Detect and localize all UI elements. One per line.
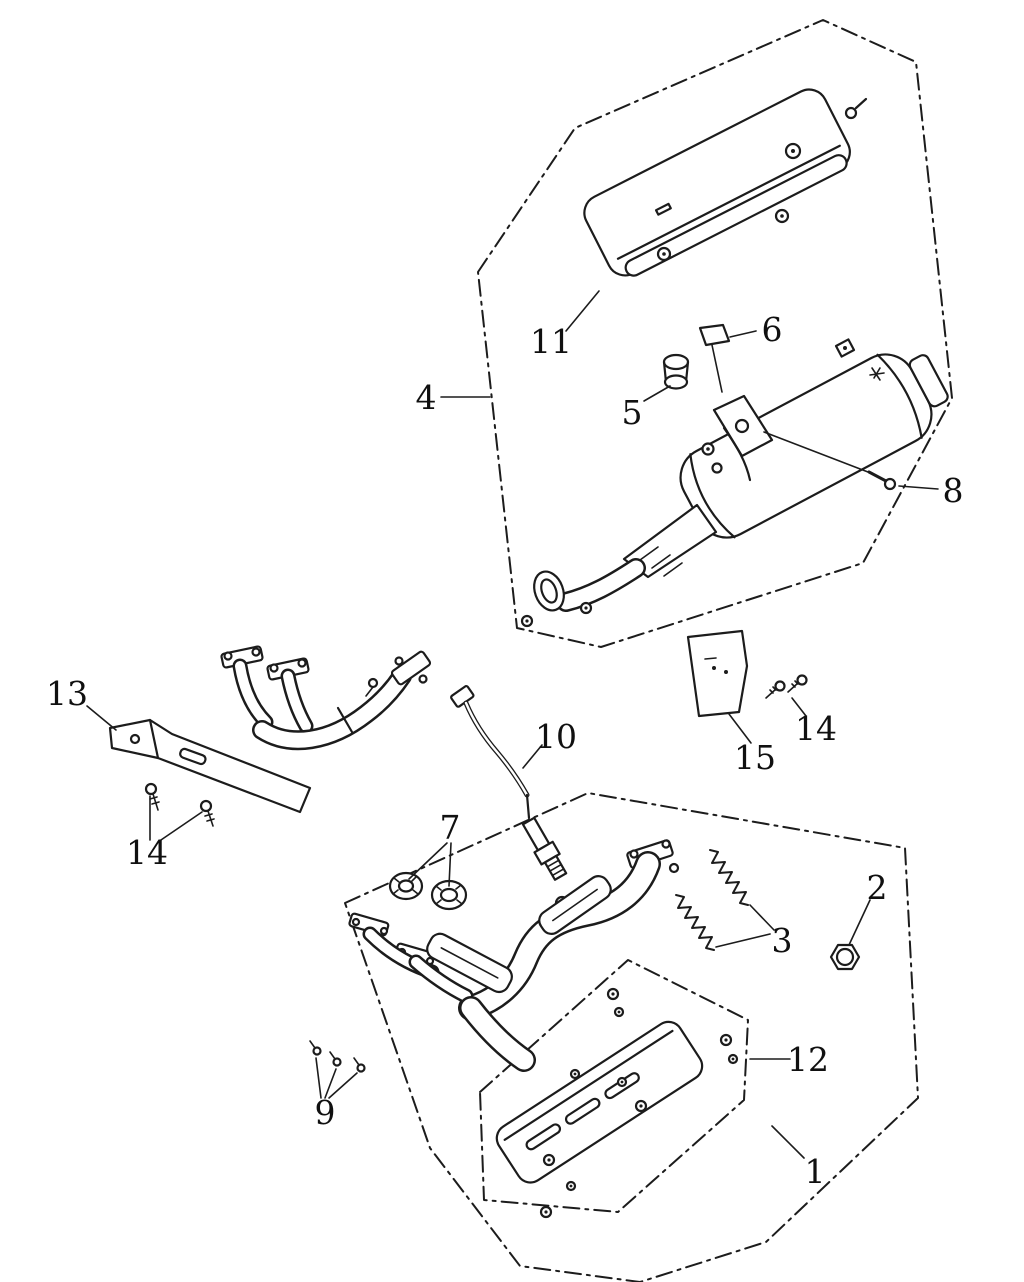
callout-3: 3 bbox=[772, 921, 793, 960]
callout-13: 13 bbox=[46, 674, 88, 713]
nut-2 bbox=[829, 943, 861, 971]
screws-9 bbox=[309, 1040, 366, 1073]
leader-lines bbox=[86, 290, 939, 1159]
screw-8 bbox=[763, 431, 897, 491]
group-boundary-heat-shield-lower bbox=[479, 959, 749, 1213]
callout-6: 6 bbox=[762, 310, 783, 349]
callout-5: 5 bbox=[622, 393, 643, 432]
callout-11: 11 bbox=[530, 322, 572, 361]
heat-shield-upper bbox=[583, 88, 868, 277]
callout-15: 15 bbox=[734, 738, 776, 777]
callouts: 11 4 6 5 8 13 14 10 7 15 14 2 3 12 1 9 bbox=[46, 310, 964, 1191]
flange-bolts-14-left bbox=[144, 782, 215, 827]
guard-plate-15 bbox=[686, 629, 749, 718]
muffler-silencer bbox=[520, 338, 949, 628]
front-exhaust-pipe-assembly bbox=[348, 839, 680, 1072]
springs-3 bbox=[675, 849, 749, 951]
callout-14-left: 14 bbox=[126, 833, 168, 872]
callout-9: 9 bbox=[315, 1093, 336, 1132]
header-pipe-assembly-13 bbox=[108, 645, 432, 814]
header-bracket bbox=[108, 718, 312, 814]
callout-2: 2 bbox=[867, 868, 888, 907]
exhaust-gaskets-7 bbox=[388, 871, 468, 911]
heat-shield-lower bbox=[495, 1020, 704, 1184]
screws-14-right bbox=[765, 674, 808, 699]
group-boundary-front-pipe-assembly bbox=[344, 792, 919, 1282]
shield-screws bbox=[539, 987, 739, 1219]
callout-14-right: 14 bbox=[795, 709, 837, 748]
group-boundary-muffler-assembly bbox=[477, 19, 953, 648]
callout-10: 10 bbox=[535, 717, 577, 756]
oxygen-sensor-10 bbox=[450, 685, 570, 911]
callout-8: 8 bbox=[943, 471, 964, 510]
callout-4: 4 bbox=[416, 378, 437, 417]
callout-12: 12 bbox=[787, 1040, 829, 1079]
callout-1: 1 bbox=[805, 1152, 826, 1191]
rubber-damper-5 bbox=[662, 353, 690, 390]
mount-plate-6 bbox=[698, 323, 731, 393]
callout-7: 7 bbox=[440, 808, 461, 847]
